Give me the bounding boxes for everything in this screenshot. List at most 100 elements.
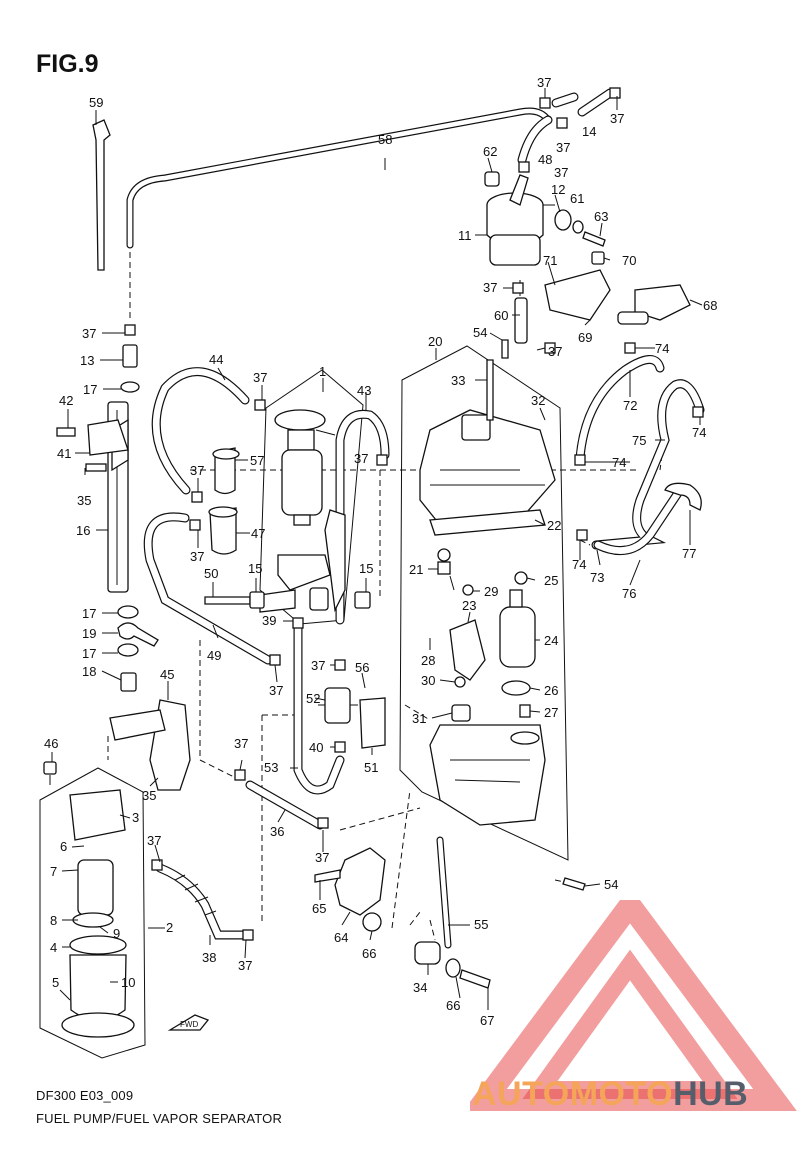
callout-37: 37 <box>190 463 204 478</box>
callout-68: 68 <box>703 298 717 313</box>
callout-54: 54 <box>604 877 618 892</box>
bolt-46 <box>43 761 57 785</box>
callout-35: 35 <box>77 493 91 508</box>
callout-37: 37 <box>556 140 570 155</box>
hose-72 <box>575 355 665 463</box>
filter-23 <box>449 619 486 681</box>
callout-74: 74 <box>572 557 586 572</box>
callout-76: 76 <box>622 586 636 601</box>
callout-17: 17 <box>82 606 96 621</box>
bracket-69 <box>544 269 611 321</box>
hose-14 <box>551 88 615 117</box>
callout-69: 69 <box>578 330 592 345</box>
callout-8: 8 <box>50 913 57 928</box>
plug-21-and-29 <box>437 548 474 596</box>
callout-37: 37 <box>548 344 562 359</box>
callout-26: 26 <box>544 683 558 698</box>
hose-75 <box>591 379 705 550</box>
callout-55: 55 <box>474 917 488 932</box>
callout-73: 73 <box>590 570 604 585</box>
callout-36: 36 <box>270 824 284 839</box>
callout-37: 37 <box>234 736 248 751</box>
callout-4: 4 <box>50 940 57 955</box>
callout-61: 61 <box>570 191 584 206</box>
union-62 <box>484 171 500 187</box>
callout-13: 13 <box>80 353 94 368</box>
callout-5: 5 <box>52 975 59 990</box>
parts-26-27 <box>501 680 531 718</box>
union-13-and-washers <box>117 344 159 692</box>
callout-37: 37 <box>311 658 325 673</box>
callout-14: 14 <box>582 124 596 139</box>
vapor-separator-11 <box>486 174 544 266</box>
clamp-markers <box>124 87 704 941</box>
callout-21: 21 <box>409 562 423 577</box>
hose-36 <box>245 780 325 830</box>
bracket-parts-1 <box>259 509 346 613</box>
callout-62: 62 <box>483 144 497 159</box>
union-47 <box>208 506 238 555</box>
bolt-50 <box>204 591 265 609</box>
callout-29: 29 <box>484 584 498 599</box>
callout-63: 63 <box>594 209 608 224</box>
hose-49 <box>143 512 273 665</box>
callout-66: 66 <box>362 946 376 961</box>
fwd-arrow: FWD <box>167 1014 210 1031</box>
hose-55 <box>436 836 452 949</box>
callout-17: 17 <box>83 382 97 397</box>
callout-50: 50 <box>204 566 218 581</box>
fwd-label: FWD <box>180 1020 198 1029</box>
callout-10: 10 <box>121 975 135 990</box>
hose-58 <box>126 107 552 249</box>
hose-44 <box>151 367 250 495</box>
watermark-text: AUTOMOTOHUB <box>472 1075 748 1114</box>
callout-20: 20 <box>428 334 442 349</box>
callout-77: 77 <box>682 546 696 561</box>
callout-38: 38 <box>202 950 216 965</box>
automotohub-watermark-logo <box>470 900 797 1111</box>
watermark-text-part-b: HUB <box>673 1075 749 1113</box>
hose-48 <box>517 115 553 165</box>
callout-66: 66 <box>446 998 460 1013</box>
callout-18: 18 <box>82 664 96 679</box>
hose-76 <box>593 485 685 556</box>
callout-44: 44 <box>209 352 223 367</box>
callout-33: 33 <box>451 373 465 388</box>
callout-9: 9 <box>113 926 120 941</box>
callout-3: 3 <box>132 810 139 825</box>
callout-25: 25 <box>544 573 558 588</box>
separator-body <box>429 724 546 826</box>
separator-cover-assembly <box>419 409 556 536</box>
callout-54: 54 <box>473 325 487 340</box>
part-20-group-outline <box>399 345 569 861</box>
callout-22: 22 <box>547 518 561 533</box>
callout-37: 37 <box>147 833 161 848</box>
hose-53 <box>293 623 345 795</box>
leader-lines <box>51 88 703 1010</box>
callout-74: 74 <box>612 455 626 470</box>
callout-2: 2 <box>166 920 173 935</box>
bolt-54 <box>501 339 586 891</box>
callout-56: 56 <box>355 660 369 675</box>
callout-70: 70 <box>622 253 636 268</box>
fuel-pump-1 <box>274 409 336 526</box>
callout-1: 1 <box>319 364 326 379</box>
damper-57 <box>212 447 240 495</box>
grommet-15-pair <box>309 587 371 611</box>
callout-43: 43 <box>357 383 371 398</box>
callout-74: 74 <box>655 341 669 356</box>
solenoid-valve-68 <box>617 284 691 325</box>
band-59 <box>92 119 111 271</box>
callout-37: 37 <box>253 370 267 385</box>
callout-57: 57 <box>250 453 264 468</box>
callout-65: 65 <box>312 901 326 916</box>
dashed-routing-lines <box>107 252 663 941</box>
callout-27: 27 <box>544 705 558 720</box>
callout-31: 31 <box>412 711 426 726</box>
callout-11: 11 <box>458 228 472 243</box>
diagram-title: FUEL PUMP/FUEL VAPOR SEPARATOR <box>36 1111 283 1126</box>
watermark-text-part-a: AUTOMOTO <box>472 1075 674 1113</box>
callout-19: 19 <box>82 626 96 641</box>
callout-37: 37 <box>610 111 624 126</box>
